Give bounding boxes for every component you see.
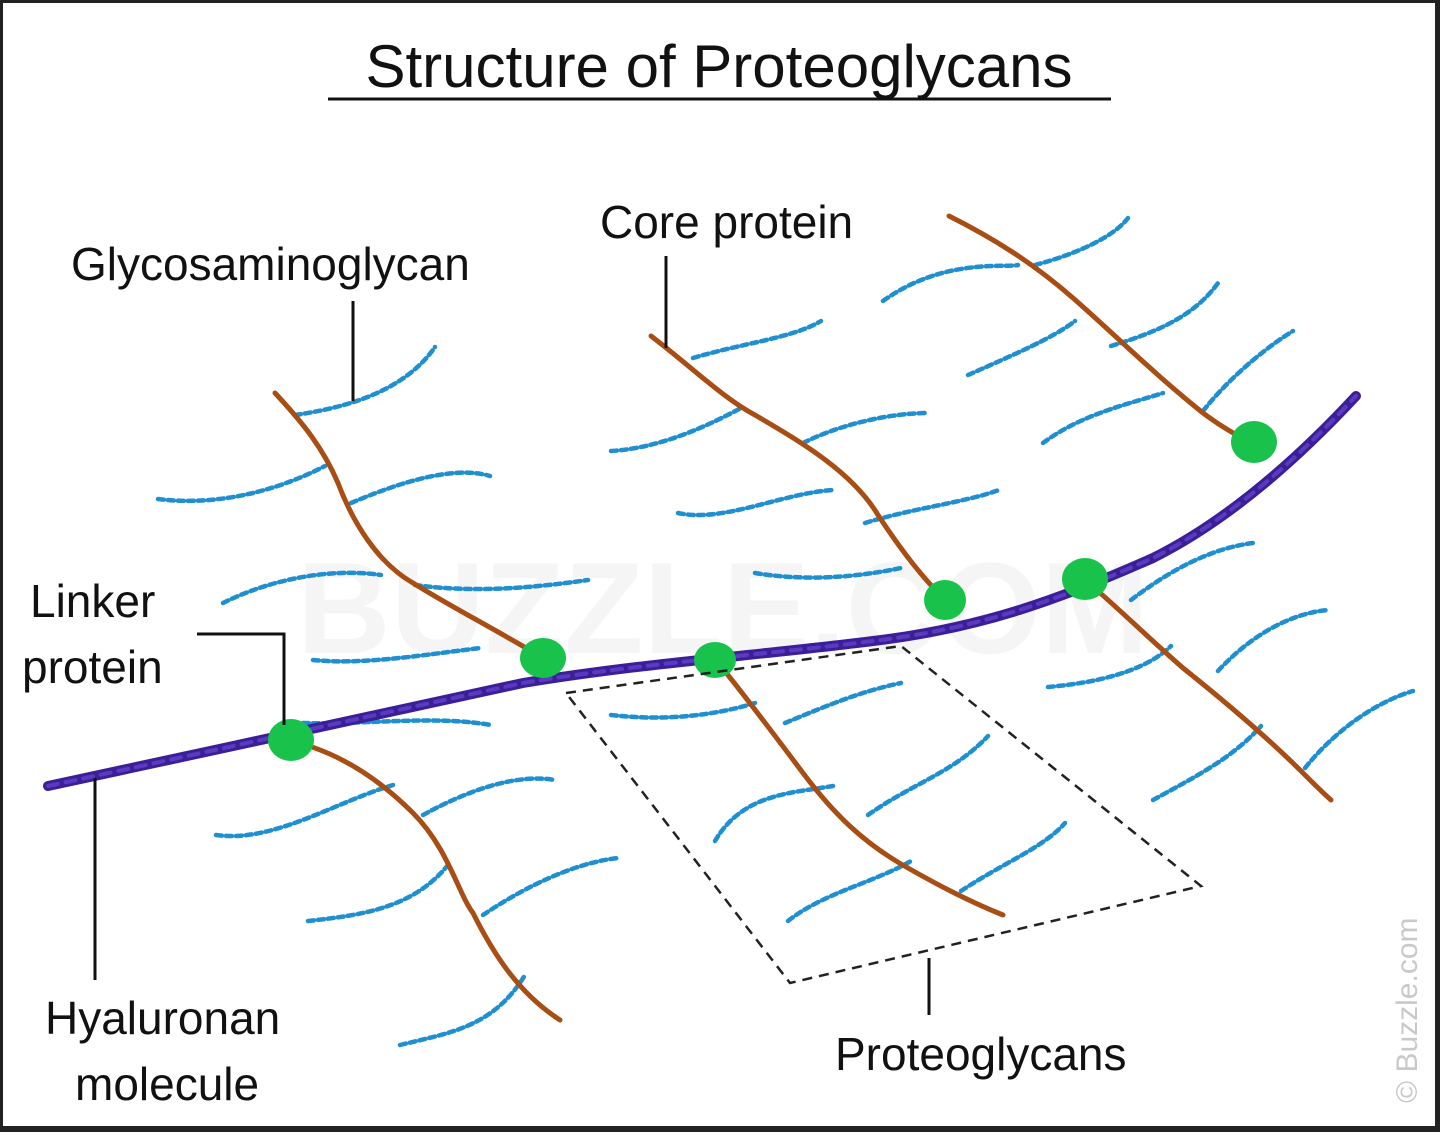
gag-chain xyxy=(880,262,1021,304)
gag-chain xyxy=(397,972,528,1048)
gag-chain xyxy=(420,776,558,818)
linker-protein-dot xyxy=(924,580,966,620)
linker-protein-leader xyxy=(197,632,286,725)
gag-chain xyxy=(1128,540,1256,603)
gag-chain xyxy=(785,858,914,924)
gag-chain xyxy=(213,782,396,839)
gag-chain xyxy=(862,487,1002,526)
gag-chain xyxy=(965,318,1078,378)
gag-chain xyxy=(608,700,758,720)
gag-chain xyxy=(752,565,904,580)
linker-protein-dot xyxy=(1062,558,1108,600)
hyaluronan-label-line2: molecule xyxy=(75,1058,259,1110)
gag-chain xyxy=(1302,688,1416,771)
linker-protein-dot xyxy=(694,642,736,678)
proteoglycan-diagram: Structure of Proteoglycans BUZZLE.COM xyxy=(22,33,1424,1110)
gag-chain xyxy=(1045,643,1174,690)
gag-chain xyxy=(690,318,824,361)
gag-chain xyxy=(958,820,1068,894)
linker-protein-dot xyxy=(520,638,566,678)
gag-chain xyxy=(1032,215,1131,268)
linker-protein-label-line1: Linker xyxy=(30,575,155,627)
credit-text: © Buzzle.com xyxy=(1391,918,1424,1104)
gag-chain xyxy=(220,570,384,606)
gag-chain xyxy=(348,470,493,506)
gag-chain xyxy=(782,680,904,726)
gag-chain xyxy=(1150,723,1264,803)
gag-chain xyxy=(1108,280,1221,349)
gag-chain xyxy=(1215,607,1331,674)
core-protein-line xyxy=(946,213,1256,446)
linker-proteins xyxy=(268,421,1277,761)
gag-chain xyxy=(712,783,836,844)
linker-protein-dot xyxy=(1231,421,1277,463)
gag-chain xyxy=(305,862,451,924)
proteoglycans-label: Proteoglycans xyxy=(835,1028,1127,1080)
gag-chain xyxy=(1040,390,1166,446)
diagram-title: Structure of Proteoglycans xyxy=(365,33,1072,100)
gag-chain xyxy=(608,405,744,454)
hyaluronan-molecule-beads xyxy=(46,394,1358,788)
gag-chain xyxy=(865,733,991,818)
hyaluronan-label-line1: Hyaluronan xyxy=(45,992,280,1044)
linker-protein-label-line2: protein xyxy=(22,641,163,693)
linker-protein-dot xyxy=(268,719,314,761)
gag-chain xyxy=(480,855,621,918)
gag-chain xyxy=(1200,328,1296,414)
glycosaminoglycan-chains xyxy=(155,215,1416,1048)
core-protein-line xyxy=(712,656,1006,918)
gag-chain xyxy=(310,645,483,664)
core-protein-label: Core protein xyxy=(600,196,853,248)
leader-lines xyxy=(93,256,931,1015)
gag-chain xyxy=(412,577,591,592)
glycosaminoglycan-label: Glycosaminoglycan xyxy=(71,238,470,290)
gag-chain xyxy=(675,487,836,518)
gag-chain xyxy=(800,410,931,446)
core-protein-line xyxy=(288,738,563,1023)
gag-chain xyxy=(155,463,328,504)
core-proteins xyxy=(272,213,1334,1023)
core-protein-line xyxy=(1082,577,1334,803)
core-protein-line xyxy=(272,390,546,661)
core-protein-line xyxy=(648,333,948,603)
proteoglycan-highlight-box xyxy=(563,644,1204,985)
gag-chain xyxy=(292,344,438,418)
